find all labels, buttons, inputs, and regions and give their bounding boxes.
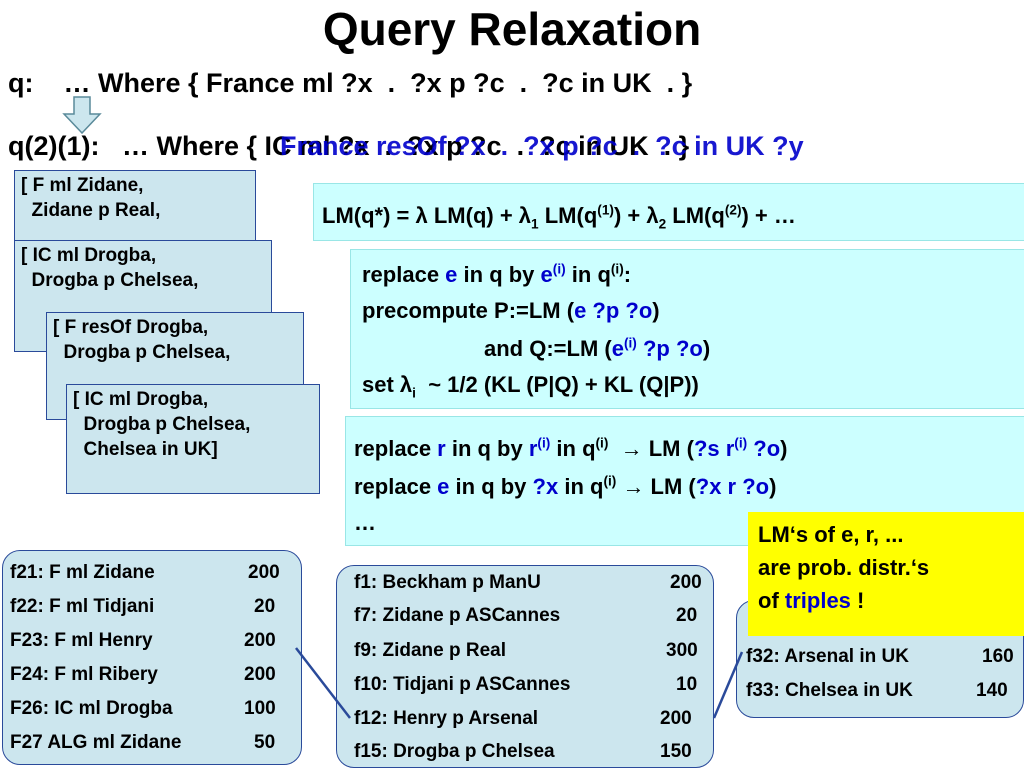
query-text: … Where { France ml ?x . ?x p ?c . ?c in… xyxy=(63,68,693,98)
callout-note: LM‘s of e, r, ... are prob. distr.‘s of … xyxy=(748,512,1024,636)
facts-ml-box xyxy=(2,550,302,765)
callout-line: of triples ! xyxy=(758,588,865,613)
replace-line-3: and Q:=LM (e(i) ?p ?o) xyxy=(484,335,711,361)
down-arrow-icon xyxy=(62,96,102,134)
query-line: q: … Where { France ml ?x . ?x p ?c . ?c… xyxy=(8,68,692,99)
lm-formula: LM(q*) = λ LM(q) + λ1 LM(q(1)) + λ2 LM(q… xyxy=(322,202,796,232)
replace-line-1: replace e in q by e(i) in q(i): xyxy=(362,261,632,287)
entity-replace-box xyxy=(350,249,1024,409)
path-card: [ IC ml Drogba, Drogba p Chelsea, Chelse… xyxy=(66,384,320,494)
replace2-line-2: replace e in q by ?x in q(i) → LM (?x r … xyxy=(354,473,777,499)
relaxed-query-overlay: France resOf ?x . ?x p ?c . ?c in UK ?y xyxy=(280,131,804,161)
replace-line-4: set λi ~ 1/2 (KL (P|Q) + KL (Q|P)) xyxy=(362,372,699,401)
query-label: q: xyxy=(8,68,34,98)
facts-p-box xyxy=(336,565,714,768)
relaxed-query-text: … Where { IC ml ?x . ?x p ?c . ?c in UK … xyxy=(122,131,690,161)
relaxed-query-line: q(2)(1): … Where { IC ml ?x . ?x p ?c . … xyxy=(8,131,689,162)
callout-line: are prob. distr.‘s xyxy=(758,555,930,580)
callout-line: LM‘s of e, r, ... xyxy=(758,522,904,547)
replace-line-2: precompute P:=LM (e ?p ?o) xyxy=(362,298,660,323)
replace2-line-3: … xyxy=(354,510,376,535)
lm-formula-box xyxy=(313,183,1024,241)
replace2-line-1: replace r in q by r(i) in q(i) → LM (?s … xyxy=(354,435,788,461)
slide-title: Query Relaxation xyxy=(322,3,702,55)
relaxed-query-label: q(2)(1): xyxy=(8,131,100,161)
